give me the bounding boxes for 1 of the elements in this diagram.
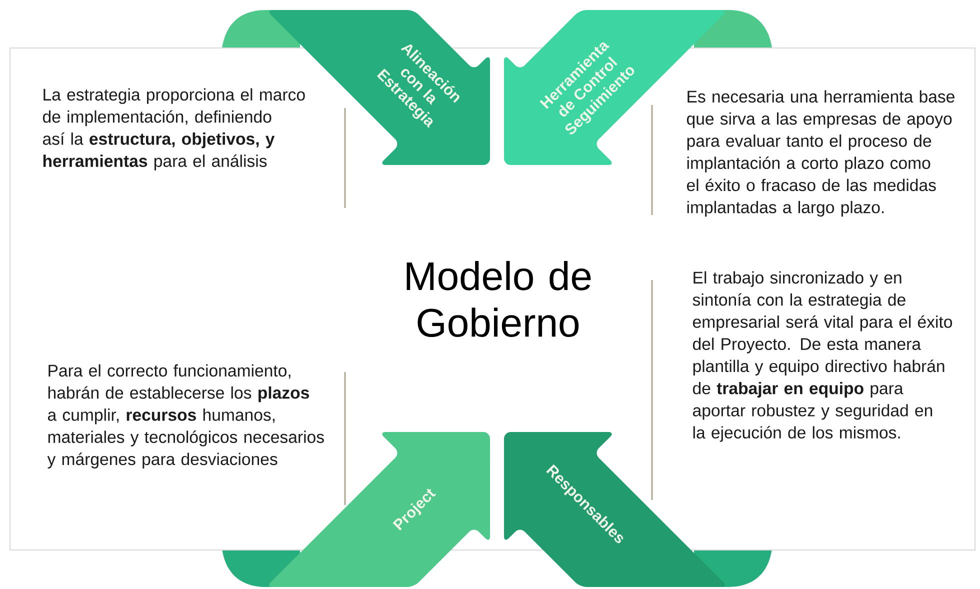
title: Modelo de Gobierno — [406, 260, 591, 338]
